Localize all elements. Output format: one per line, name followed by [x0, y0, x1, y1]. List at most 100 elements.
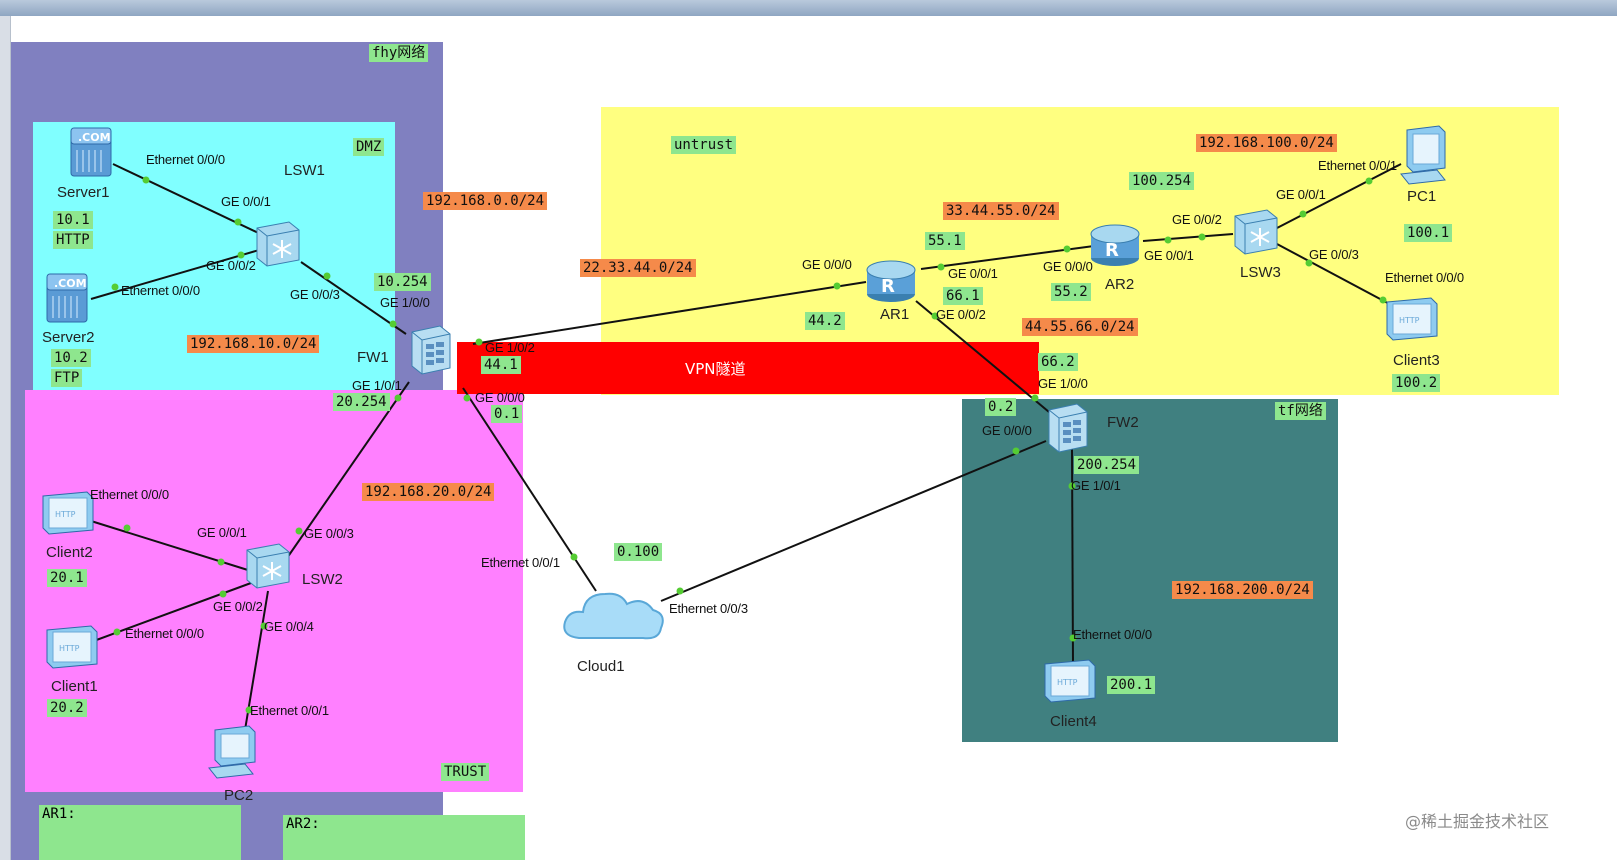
subnet-tag: 192.168.100.0/24	[1196, 134, 1337, 152]
port-label: GE 1/0/1	[352, 378, 402, 393]
fw1-label: FW1	[357, 349, 389, 366]
port-label: GE 0/0/3	[290, 287, 340, 302]
client1-label: Client1	[51, 678, 98, 695]
zone-trust	[25, 390, 523, 792]
switch-icon	[246, 543, 290, 589]
pc2[interactable]	[205, 724, 265, 787]
client2[interactable]: HTTP	[39, 488, 97, 543]
ar1-note-text: AR1:	[42, 806, 76, 822]
ip-tag: 44.2	[805, 312, 845, 330]
cloud1[interactable]	[559, 584, 669, 653]
port-label: Ethernet 0/0/0	[1073, 627, 1152, 642]
port-label: Ethernet 0/0/3	[669, 601, 748, 616]
svg-text:HTTP: HTTP	[1399, 316, 1420, 325]
server-icon: .COM	[70, 127, 112, 177]
port-label: GE 0/0/1	[1144, 248, 1194, 263]
link-fw1-ar1	[472, 281, 867, 345]
ip-tag: HTTP	[53, 231, 93, 249]
ar2[interactable]: R	[1087, 220, 1143, 275]
port-label: GE 0/0/1	[221, 194, 271, 209]
ip-tag: 200.254	[1074, 456, 1140, 474]
lsw1[interactable]	[251, 218, 303, 273]
ip-tag: 66.2	[1038, 353, 1078, 371]
ip-tag: 0.2	[985, 398, 1017, 416]
ip-tag: 20.2	[47, 699, 87, 717]
link-ar1-fw2	[915, 300, 1050, 413]
subnet-tag: 44.55.66.0/24	[1022, 318, 1138, 336]
svg-text:HTTP: HTTP	[59, 644, 80, 653]
port-label: Ethernet 0/0/1	[250, 703, 329, 718]
ar2-label: AR2	[1105, 276, 1135, 293]
ip-tag: 10.2	[51, 349, 91, 367]
zone-untrust-label: untrust	[671, 136, 737, 154]
port-label: GE 0/0/1	[948, 266, 998, 281]
ip-tag: 100.254	[1129, 172, 1195, 190]
vpn-label: VPN隧道	[685, 360, 746, 378]
server2[interactable]: .COM	[43, 270, 93, 331]
port-label: GE 0/0/2	[206, 258, 256, 273]
switch-icon	[256, 221, 300, 267]
link-ar2-lsw3	[1142, 233, 1234, 242]
link-server1-lsw1	[112, 163, 270, 239]
server1-label: Server1	[57, 184, 110, 201]
ip-tag: 55.1	[925, 232, 965, 250]
port-label: GE 1/0/1	[1071, 478, 1121, 493]
lsw2-label: LSW2	[302, 571, 343, 588]
vpn-tunnel[interactable]: VPN隧道	[457, 342, 1039, 394]
lsw3[interactable]	[1229, 206, 1281, 261]
zone-dmz-label: DMZ	[353, 138, 385, 156]
ip-tag: 20.254	[333, 393, 390, 411]
client3[interactable]: HTTP	[1383, 294, 1443, 351]
port-label: Ethernet 0/0/1	[481, 555, 560, 570]
port-label: GE 1/0/0	[380, 295, 430, 310]
port-label: GE 0/0/3	[1309, 247, 1359, 262]
ar2-config-note: AR2:	[283, 815, 525, 860]
ar1-config-note: AR1:	[39, 805, 241, 860]
link-cloud-fw2	[660, 440, 1047, 602]
subnet-tag: 192.168.20.0/24	[362, 483, 495, 501]
fw1[interactable]	[404, 322, 456, 383]
left-panel-edge	[0, 16, 11, 860]
link-lsw3-client3	[1276, 243, 1398, 309]
ip-tag: 66.1	[943, 287, 983, 305]
port-label: GE 0/0/0	[475, 390, 525, 405]
port-label: GE 0/0/0	[982, 423, 1032, 438]
links-layer	[90, 163, 1402, 737]
port-label: GE 0/0/2	[213, 599, 263, 614]
zone-tf-label: tf网络	[1275, 402, 1326, 420]
client3-label: Client3	[1393, 352, 1440, 369]
client4-label: Client4	[1050, 713, 1097, 730]
client2-label: Client2	[46, 544, 93, 561]
router-icon: R	[1090, 224, 1140, 266]
lsw2[interactable]	[241, 540, 293, 595]
link-server2-lsw1	[90, 247, 267, 300]
subnet-tag: 192.168.200.0/24	[1172, 581, 1313, 599]
server1[interactable]: .COM	[67, 124, 117, 185]
lsw3-label: LSW3	[1240, 264, 1281, 281]
port-label: GE 1/0/0	[1038, 376, 1088, 391]
pc2-label: PC2	[224, 787, 254, 804]
ip-tag: 20.1	[47, 569, 87, 587]
ar2-note-text: AR2:	[286, 816, 320, 832]
cloud-icon	[563, 592, 664, 640]
link-lsw1-fw1	[300, 261, 407, 335]
port-label: Ethernet 0/0/0	[125, 626, 204, 641]
fw2-label: FW2	[1107, 414, 1139, 431]
svg-text:.COM: .COM	[78, 131, 111, 144]
client4[interactable]: HTTP	[1041, 656, 1101, 713]
ip-tag: FTP	[51, 369, 83, 387]
ip-tag: 44.1	[481, 356, 521, 374]
client1[interactable]: HTTP	[43, 622, 101, 677]
fw2[interactable]	[1041, 400, 1093, 461]
topology-canvas[interactable]: VPN隧道	[11, 16, 1617, 860]
ip-tag: 200.1	[1107, 676, 1156, 694]
port-label: GE 0/0/0	[1043, 259, 1093, 274]
pc1[interactable]	[1395, 124, 1455, 195]
ar1[interactable]: R	[863, 256, 919, 311]
subnet-tag: 33.44.55.0/24	[943, 202, 1059, 220]
client-icon: HTTP	[1386, 297, 1438, 341]
port-label: GE 1/0/2	[485, 340, 535, 355]
svg-text:HTTP: HTTP	[1057, 678, 1078, 687]
port-label: GE 0/0/1	[1276, 187, 1326, 202]
ip-tag: 0.100	[614, 543, 663, 561]
